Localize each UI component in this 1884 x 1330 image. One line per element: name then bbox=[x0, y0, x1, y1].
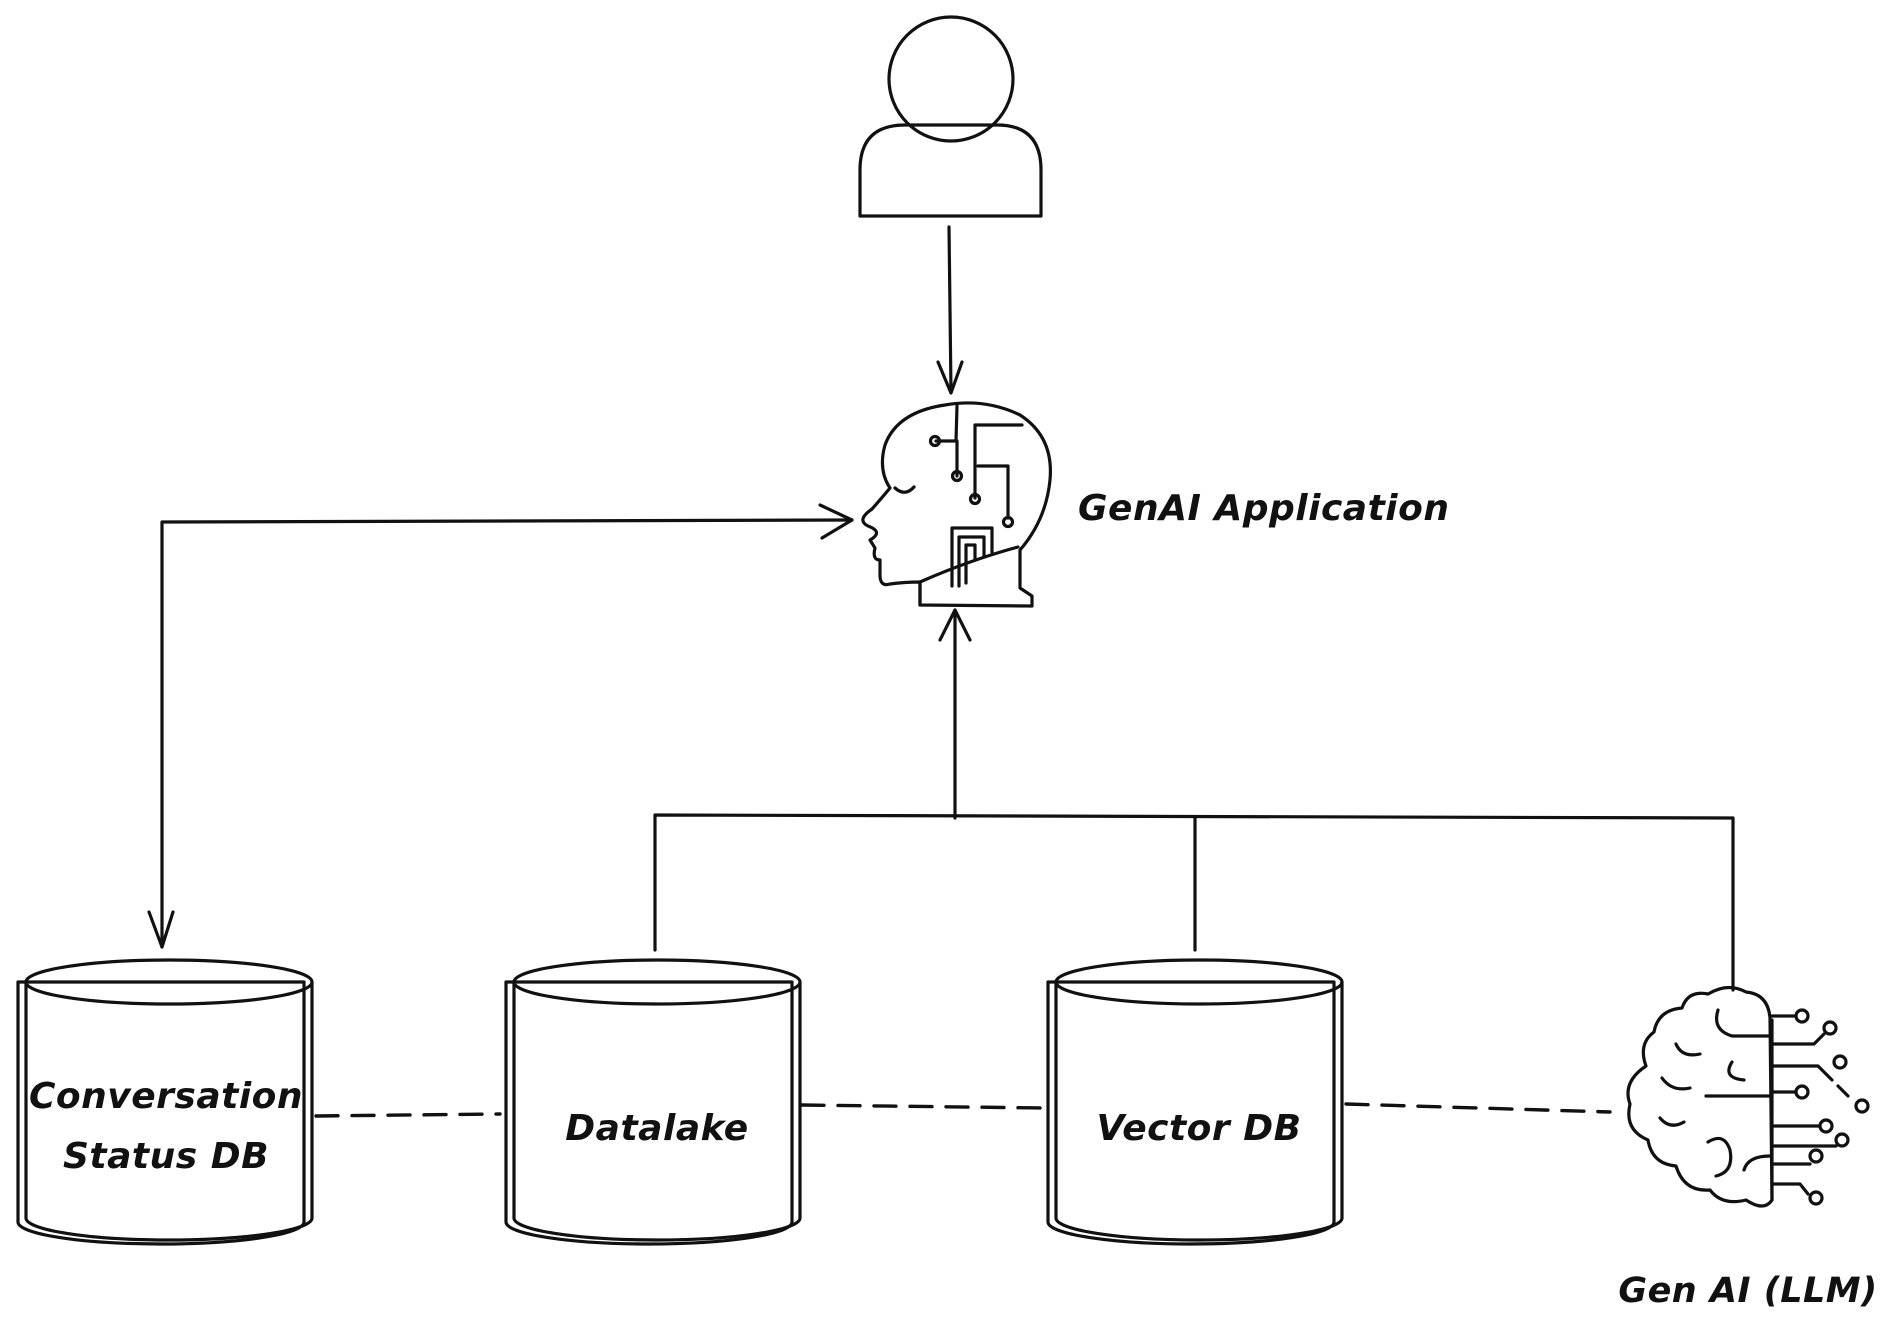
vector-db-label: Vector DB bbox=[1096, 1108, 1301, 1149]
connector-bus bbox=[653, 608, 1735, 992]
ai-head-icon bbox=[861, 401, 1053, 608]
user-icon bbox=[858, 15, 1043, 218]
arrow-user-to-app bbox=[936, 225, 964, 395]
arrow-app-conversation-db bbox=[147, 503, 854, 949]
gen-ai-llm-label: Gen AI (LLM) bbox=[1618, 1271, 1877, 1311]
dashed-links bbox=[314, 1102, 1612, 1118]
conversation-status-db: Conversation Status DB bbox=[16, 958, 314, 1246]
conversation-db-label-line1: Conversation bbox=[29, 1076, 303, 1117]
brain-circuit-icon bbox=[1626, 985, 1870, 1208]
datalake-db: Datalake bbox=[504, 958, 802, 1246]
genai-application-label: GenAI Application bbox=[1078, 488, 1450, 529]
conversation-db-label-line2: Status DB bbox=[63, 1136, 269, 1177]
vector-db: Vector DB bbox=[1046, 958, 1344, 1246]
datalake-label: Datalake bbox=[565, 1108, 748, 1149]
